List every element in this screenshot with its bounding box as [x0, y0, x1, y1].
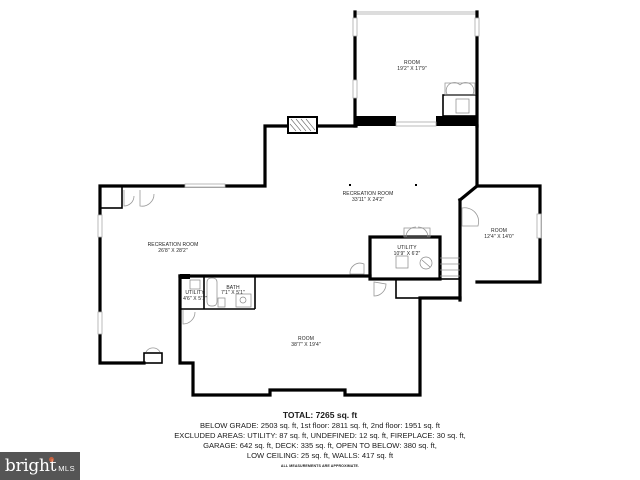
excluded-areas-line: EXCLUDED AREAS: UTILITY: 87 sq. ft, UNDE…: [174, 431, 466, 440]
utility-small-dims: 4'6" X 5'1": [183, 296, 207, 302]
logo-flare-icon: [49, 457, 55, 462]
bath-dims: 7'1" X 5'1": [221, 290, 245, 296]
bath-name: BATH: [226, 285, 240, 291]
floor-plan: ROOM 19'2" X 17'9" RECREATION ROOM 33'11…: [97, 10, 542, 397]
room-labels: ROOM 19'2" X 17'9" RECREATION ROOM 33'11…: [148, 60, 514, 348]
room-bottom-dims: 38'7" X 19'4": [291, 342, 321, 348]
rec-left-name: RECREATION ROOM: [148, 242, 199, 248]
utility-small-name: UTILITY: [185, 290, 205, 296]
low-ceiling-line: LOW CEILING: 25 sq. ft, WALLS: 417 sq. f…: [246, 451, 394, 460]
room-bottom-name: ROOM: [298, 336, 314, 342]
logo-brand: bright: [4, 456, 57, 476]
room-top-name: ROOM: [404, 60, 420, 66]
logo-suffix: MLS: [58, 464, 76, 473]
utility-center-dims: 10'9" X 6'2": [394, 251, 421, 257]
utility-stairs-walls: [349, 226, 461, 299]
rec-center-name: RECREATION ROOM: [343, 191, 394, 197]
logo-brand-text: bright: [4, 456, 57, 476]
room-right-name: ROOM: [491, 228, 507, 234]
main-walls: [97, 116, 542, 365]
garage-deck-line: GARAGE: 642 sq. ft, DECK: 335 sq. ft, OP…: [203, 441, 437, 450]
room-top-walls: [352, 10, 480, 128]
room-right-dims: 12'4" X 14'0": [484, 234, 514, 240]
disclaimer: ALL MEASUREMENTS ARE APPROXIMATE.: [280, 464, 360, 468]
rec-center-dims: 33'11" X 24'2": [352, 197, 384, 203]
bottom-walls: [178, 274, 462, 397]
room-top-dims: 19'2" X 17'9": [397, 66, 427, 72]
below-grade-line: BELOW GRADE: 2503 sq. ft, 1st floor: 281…: [199, 421, 441, 430]
utility-center-name: UTILITY: [397, 245, 417, 251]
bright-mls-logo: bright MLS: [0, 452, 80, 480]
rec-left-dims: 26'8" X 28'2": [158, 248, 188, 254]
total-area: TOTAL: 7265 sq. ft: [282, 410, 358, 420]
